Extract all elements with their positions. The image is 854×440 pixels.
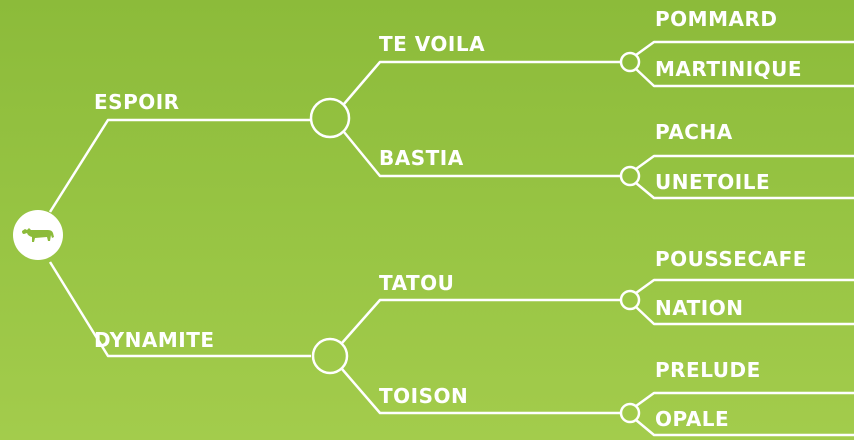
label-sire-sire: TE VOILA (379, 32, 486, 56)
line-toison-prelude (635, 391, 854, 408)
label-gg-6: NATION (655, 296, 744, 320)
line-tevoila-pommard (635, 40, 854, 57)
line-tevoila-martinique (635, 68, 854, 88)
line-dynamite-tatou (341, 298, 621, 344)
line-toison-opale (635, 419, 854, 437)
line-tatou-poussecafe (635, 278, 854, 295)
label-gg-1: POMMARD (655, 7, 778, 31)
label-sire-dam: BASTIA (379, 146, 464, 170)
label-gg-4: UNETOILE (655, 170, 771, 194)
label-sire: ESPOIR (94, 90, 180, 114)
line-espoir-bastia (343, 131, 621, 178)
line-root-dynamite (48, 261, 311, 358)
line-bastia-pacha (635, 154, 854, 171)
node-tatou (619, 289, 641, 311)
line-root-espoir (48, 118, 311, 213)
node-bastia (619, 165, 641, 187)
line-bastia-unetoile (635, 182, 854, 200)
label-dam-dam: TOISON (379, 384, 469, 408)
node-espoir (309, 97, 351, 139)
label-gg-2: MARTINIQUE (655, 57, 803, 81)
bull-icon (22, 228, 54, 242)
line-dynamite-toison (341, 368, 621, 415)
node-dynamite (311, 337, 349, 375)
root-node (13, 210, 63, 260)
label-gg-7: PRELUDE (655, 358, 761, 382)
node-toison (619, 402, 641, 424)
node-tevoila (619, 51, 641, 73)
label-gg-8: OPALE (655, 407, 730, 431)
line-tatou-nation (635, 306, 854, 326)
label-gg-5: POUSSECAFE (655, 247, 807, 271)
label-dam-sire: TATOU (379, 271, 455, 295)
label-gg-3: PACHA (655, 120, 733, 144)
line-espoir-tevoila (343, 60, 621, 105)
label-dam: DYNAMITE (94, 328, 215, 352)
